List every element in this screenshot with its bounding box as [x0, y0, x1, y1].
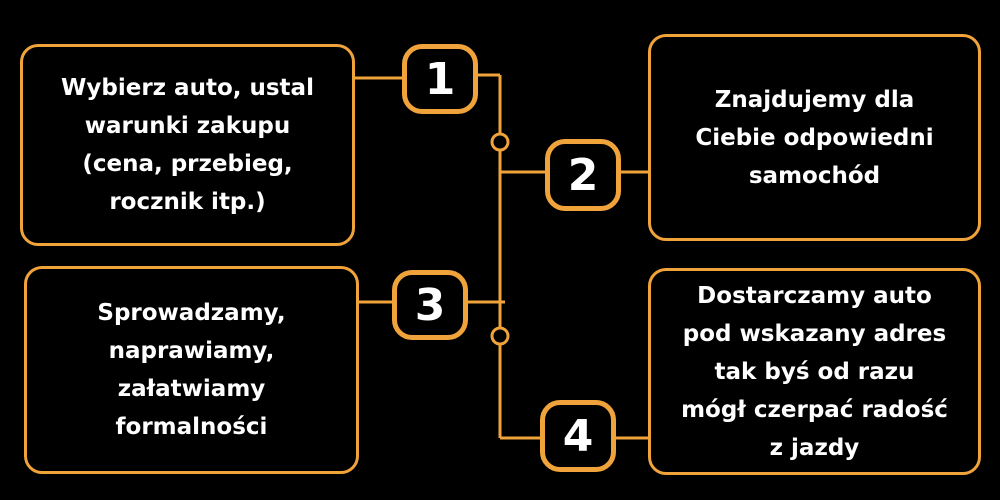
step-3-number: 3 — [414, 279, 446, 331]
step-4-number: 4 — [562, 410, 594, 462]
step-3-box: Sprowadzamy, naprawiamy, załatwiamy form… — [24, 266, 359, 474]
step-2-text: Znajdujemy dla Ciebie odpowiedni samochó… — [695, 86, 934, 189]
step-2-number-badge: 2 — [545, 139, 621, 211]
step-2-number: 2 — [567, 149, 599, 201]
step-3-text: Sprowadzamy, naprawiamy, załatwiamy form… — [97, 300, 286, 440]
junction-dot — [490, 326, 510, 346]
step-1-number: 1 — [424, 53, 456, 105]
step-4-text: Dostarczamy auto pod wskazany adres tak … — [681, 282, 948, 461]
junction-dot — [490, 132, 510, 152]
step-3-number-badge: 3 — [392, 270, 468, 340]
step-2-box: Znajdujemy dla Ciebie odpowiedni samochó… — [648, 34, 981, 241]
step-1-number-badge: 1 — [402, 44, 478, 114]
step-1-text: Wybierz auto, ustal warunki zakupu (cena… — [61, 75, 314, 215]
step-1-box: Wybierz auto, ustal warunki zakupu (cena… — [20, 44, 355, 246]
step-4-box: Dostarczamy auto pod wskazany adres tak … — [648, 268, 981, 475]
step-4-number-badge: 4 — [540, 400, 616, 472]
